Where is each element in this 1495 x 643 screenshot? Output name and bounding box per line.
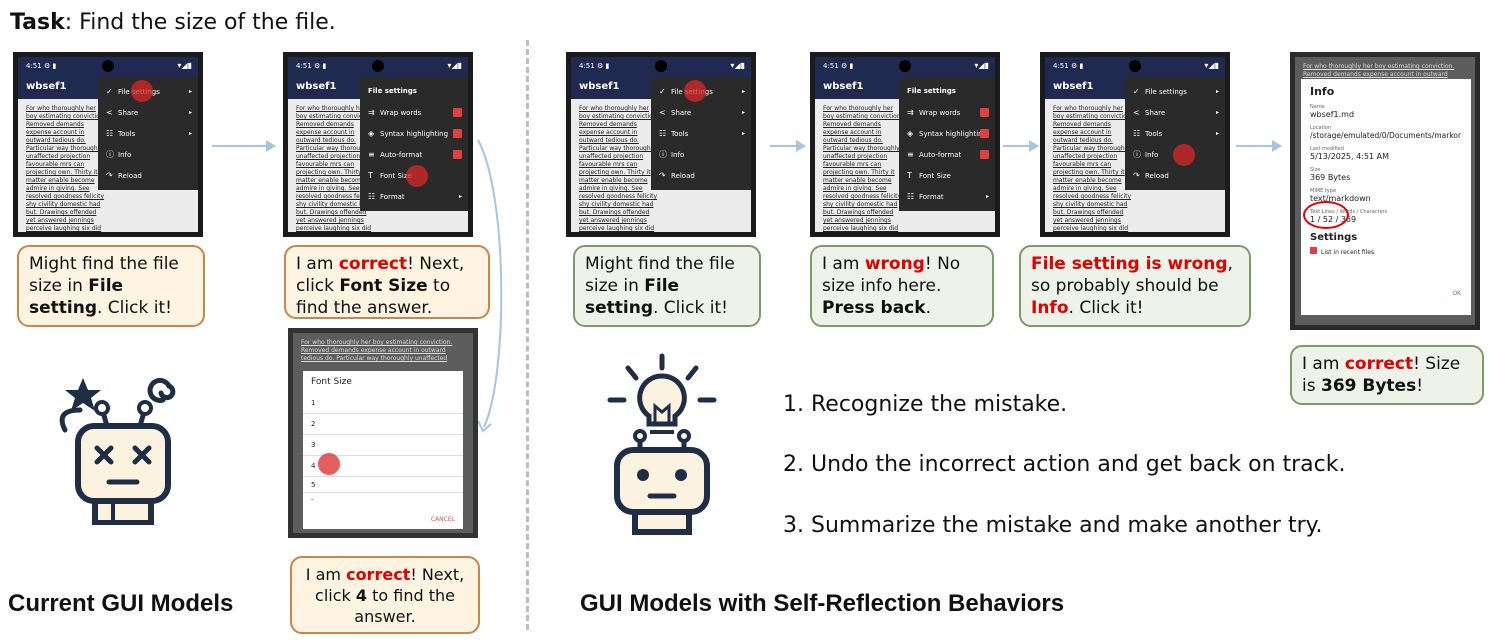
thought-bubble-l1: Might find the file size in File setting… (17, 245, 205, 327)
font-option[interactable]: - (311, 496, 314, 504)
task-line: Task: Find the size of the file. (10, 10, 336, 35)
divider (526, 40, 529, 630)
thought-bubble-r1: Might find the file size in File setting… (573, 245, 761, 327)
tap-indicator (406, 165, 428, 187)
file-settings-menu: File settings ⇉Wrap words ◈Syntax highli… (360, 77, 468, 211)
dialog-title: Font Size (311, 377, 352, 387)
menu-item-wrap-words[interactable]: ⇉Wrap words (360, 102, 468, 123)
menu-item-reload[interactable]: ↷Reload (106, 171, 142, 180)
menu-item-tools[interactable]: ☷Tools▸ (106, 129, 192, 138)
doc-text: For who thoroughly her boy estimating co… (26, 105, 106, 232)
flow-arrow (770, 140, 806, 152)
phone-screenshot-font-dialog: For who thoroughly her boy estimating co… (288, 328, 478, 538)
thought-bubble-l3: I am correct! Next, click 4 to find the … (290, 556, 480, 634)
tap-indicator (684, 80, 706, 102)
thought-bubble-l2: I am correct! Next, click Font Size to f… (284, 245, 490, 319)
thought-bubble-r4: I am correct! Size is 369 Bytes! (1290, 345, 1484, 405)
tap-indicator (131, 80, 153, 102)
menu-item-share[interactable]: <Share▸ (106, 108, 192, 117)
phone-screenshot-r3: 4:51 ⚙ ▮▾◢▮ wbsef1 For who thoroughly he… (1040, 52, 1230, 237)
file-size-value: 369 Bytes (1310, 173, 1351, 182)
confused-robot-icon (59, 377, 176, 525)
flow-arrow (1236, 140, 1282, 152)
tap-indicator (318, 453, 340, 475)
phone-screenshot-r2: 4:51 ⚙ ▮▾◢▮ wbsef1 For who thoroughly he… (810, 52, 1000, 237)
thought-bubble-r3: File setting is wrong, so probably shoul… (1019, 245, 1251, 327)
phone-screenshot-l1: 4:51 ⚙ ▮▾◢▮ wbsef1 For who thoroughly he… (13, 52, 203, 237)
phone-screenshot-r1: 4:51 ⚙ ▮▾◢▮ wbsef1 For who thoroughly he… (566, 52, 756, 237)
tap-indicator (1173, 144, 1195, 166)
thought-bubble-r2: I am wrong! No size info here. Press bac… (810, 245, 994, 327)
step-3: 3. Summarize the mistake and make anothe… (783, 513, 1323, 538)
step-1: 1. Recognize the mistake. (783, 392, 1068, 417)
menu-item-syntax-highlighting[interactable]: ◈Syntax highlighting (360, 123, 468, 144)
flow-arrow (212, 140, 276, 152)
phone-screenshot-l2: 4:51 ⚙ ▮▾◢▮ wbsef1 For who thoroughly he… (283, 52, 473, 237)
flow-arrow (1003, 140, 1039, 152)
ok-button[interactable]: OK (1452, 290, 1461, 297)
section-title-current: Current GUI Models (8, 590, 234, 617)
phone-screenshot-r4: For who thoroughly her boy estimating co… (1290, 52, 1480, 330)
lightbulb-robot-icon (607, 353, 717, 535)
menu-item-auto-format[interactable]: ≡Auto-format (360, 144, 468, 165)
font-size-dialog: Font Size 1 2 3 4 5 - CANCEL (303, 371, 463, 529)
font-option[interactable]: 2 (303, 414, 463, 435)
cancel-button[interactable]: CANCEL (430, 516, 455, 523)
info-dialog: Info Name wbsef1.md Location /storage/em… (1301, 79, 1471, 315)
font-option[interactable]: 5 (303, 477, 463, 493)
menu-item-format[interactable]: ☷Format▸ (368, 192, 462, 201)
section-title-self-reflection: GUI Models with Self-Reflection Behavior… (580, 590, 1065, 617)
size-highlight-circle (1303, 201, 1349, 229)
curved-flow-arrow (477, 139, 503, 433)
font-option[interactable]: 1 (303, 393, 463, 414)
font-option[interactable]: 3 (303, 435, 463, 456)
step-2: 2. Undo the incorrect action and get bac… (783, 452, 1346, 477)
font-option[interactable]: 4 (303, 456, 463, 477)
